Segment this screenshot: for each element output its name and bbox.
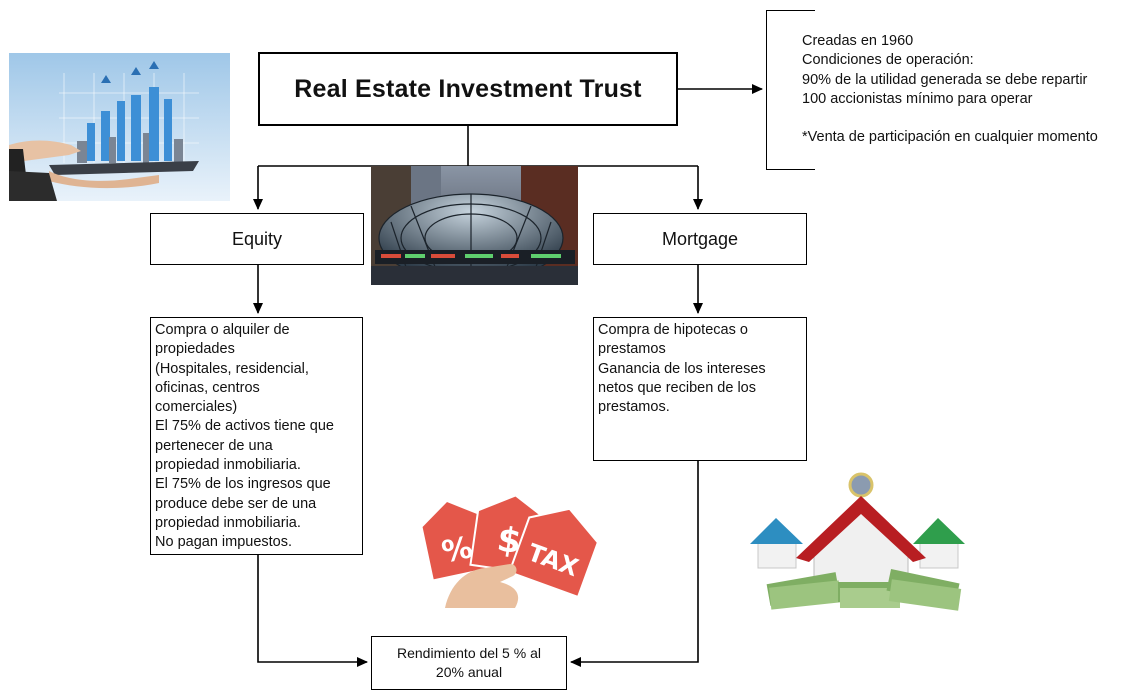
equity-line: comerciales) (155, 399, 238, 416)
title-box: Real Estate Investment Trust (258, 52, 678, 126)
mortgage-label: Mortgage (661, 228, 739, 249)
note-line: Creadas en 1960 (802, 33, 914, 49)
equity-line: propiedades (155, 341, 235, 358)
arrow-mortgage-to-result (570, 461, 699, 667)
tax-tags-image: % $ TAX (420, 494, 599, 608)
equity-line: No pagan impuestos. (155, 534, 293, 551)
notes-bracket (766, 10, 815, 170)
arrow-equity-to-result (257, 555, 368, 667)
equity-line: oficinas, centros (155, 379, 260, 396)
coin (848, 472, 874, 498)
result-line: Rendimiento del 5 % al (397, 645, 541, 661)
notes-text: Creadas en 1960 Condiciones de operación… (802, 32, 1098, 147)
mortgage-line: Ganancia de los intereses (598, 360, 766, 377)
mortgage-line: prestamos. (598, 399, 670, 416)
note-footnote: *Venta de participación en cualquier mom… (802, 129, 1098, 146)
money-stacks (766, 568, 962, 611)
city-tablet-image (9, 53, 230, 201)
equity-line: (Hospitales, residencial, (155, 360, 309, 377)
equity-line: produce debe ser de una (155, 495, 317, 512)
note-line: 90% de la utilidad generada se debe repa… (802, 71, 1088, 88)
equity-line: El 75% de los ingresos que (155, 476, 331, 493)
equity-description: Compra o alquiler de propiedades (Hospit… (150, 317, 363, 555)
tag-tax: TAX (508, 507, 599, 599)
mortgage-line: prestamos (598, 341, 666, 358)
equity-line: Compra o alquiler de (155, 322, 290, 338)
result-line: 20% anual (435, 664, 503, 680)
stock-exchange-image (371, 166, 578, 285)
equity-label: Equity (231, 228, 283, 249)
equity-line: pertenecer de una (155, 437, 273, 454)
equity-line: El 75% de activos tiene que (155, 418, 334, 435)
svg-text:%: % (439, 530, 476, 570)
mortgage-line: netos que reciben de los (598, 379, 756, 396)
note-line: 100 accionistas mínimo para operar (802, 90, 1033, 107)
equity-line: propiedad inmobiliaria. (155, 457, 301, 474)
mortgage-line: Compra de hipotecas o (598, 322, 748, 338)
mortgage-box: Mortgage (593, 213, 807, 265)
mortgage-description: Compra de hipotecas o prestamos Ganancia… (593, 317, 807, 461)
equity-box: Equity (150, 213, 364, 265)
page-title: Real Estate Investment Trust (294, 74, 642, 103)
note-line: Condiciones de operación: (802, 52, 974, 69)
equity-line: propiedad inmobiliaria. (155, 514, 301, 531)
hand-shape (445, 564, 519, 608)
result-box: Rendimiento del 5 % al 20% anual (371, 636, 567, 690)
house-money-image (750, 472, 965, 611)
